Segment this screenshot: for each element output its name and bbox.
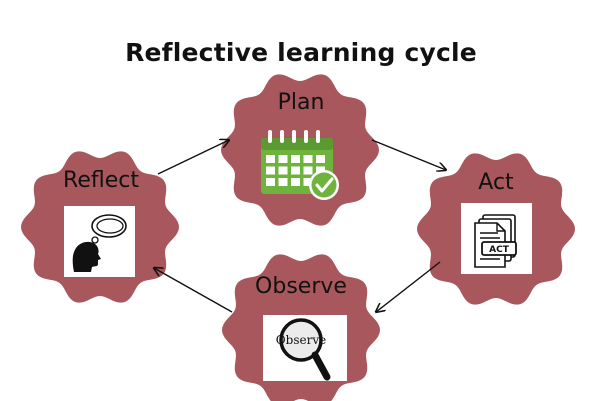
act-label: Act xyxy=(478,170,514,195)
calendar-cell xyxy=(303,166,313,175)
calendar-cell xyxy=(266,178,275,186)
thinking-head-icon xyxy=(72,214,127,272)
calendar-cell xyxy=(316,155,325,163)
observe-badge-text: Observe xyxy=(276,333,326,347)
calendar-cell xyxy=(278,155,288,163)
act-badge-text: ACT xyxy=(489,245,510,255)
arrow-observe-to-reflect xyxy=(154,268,233,313)
calendar-cell xyxy=(278,178,288,186)
arrow-reflect-to-plan xyxy=(157,140,229,175)
diagram-title: Reflective learning cycle xyxy=(125,38,477,67)
plan-label: Plan xyxy=(277,90,325,115)
calendar-cell xyxy=(266,166,275,175)
arrow-act-to-observe xyxy=(376,261,441,312)
arrow-plan-to-act xyxy=(371,139,446,170)
calendar-cell xyxy=(291,178,300,186)
calendar-cell xyxy=(303,155,313,163)
magnifier-icon: Observe xyxy=(276,318,331,381)
calendar-cell xyxy=(291,166,300,175)
observe-label: Observe xyxy=(255,274,347,299)
document-act-icon: ACT xyxy=(474,214,517,268)
reflect-label: Reflect xyxy=(63,168,139,193)
calendar-cell xyxy=(278,166,288,175)
calendar-check-icon xyxy=(261,130,339,200)
calendar-cell xyxy=(303,178,313,186)
calendar-cell xyxy=(291,155,300,163)
calendar-cell xyxy=(266,155,275,163)
